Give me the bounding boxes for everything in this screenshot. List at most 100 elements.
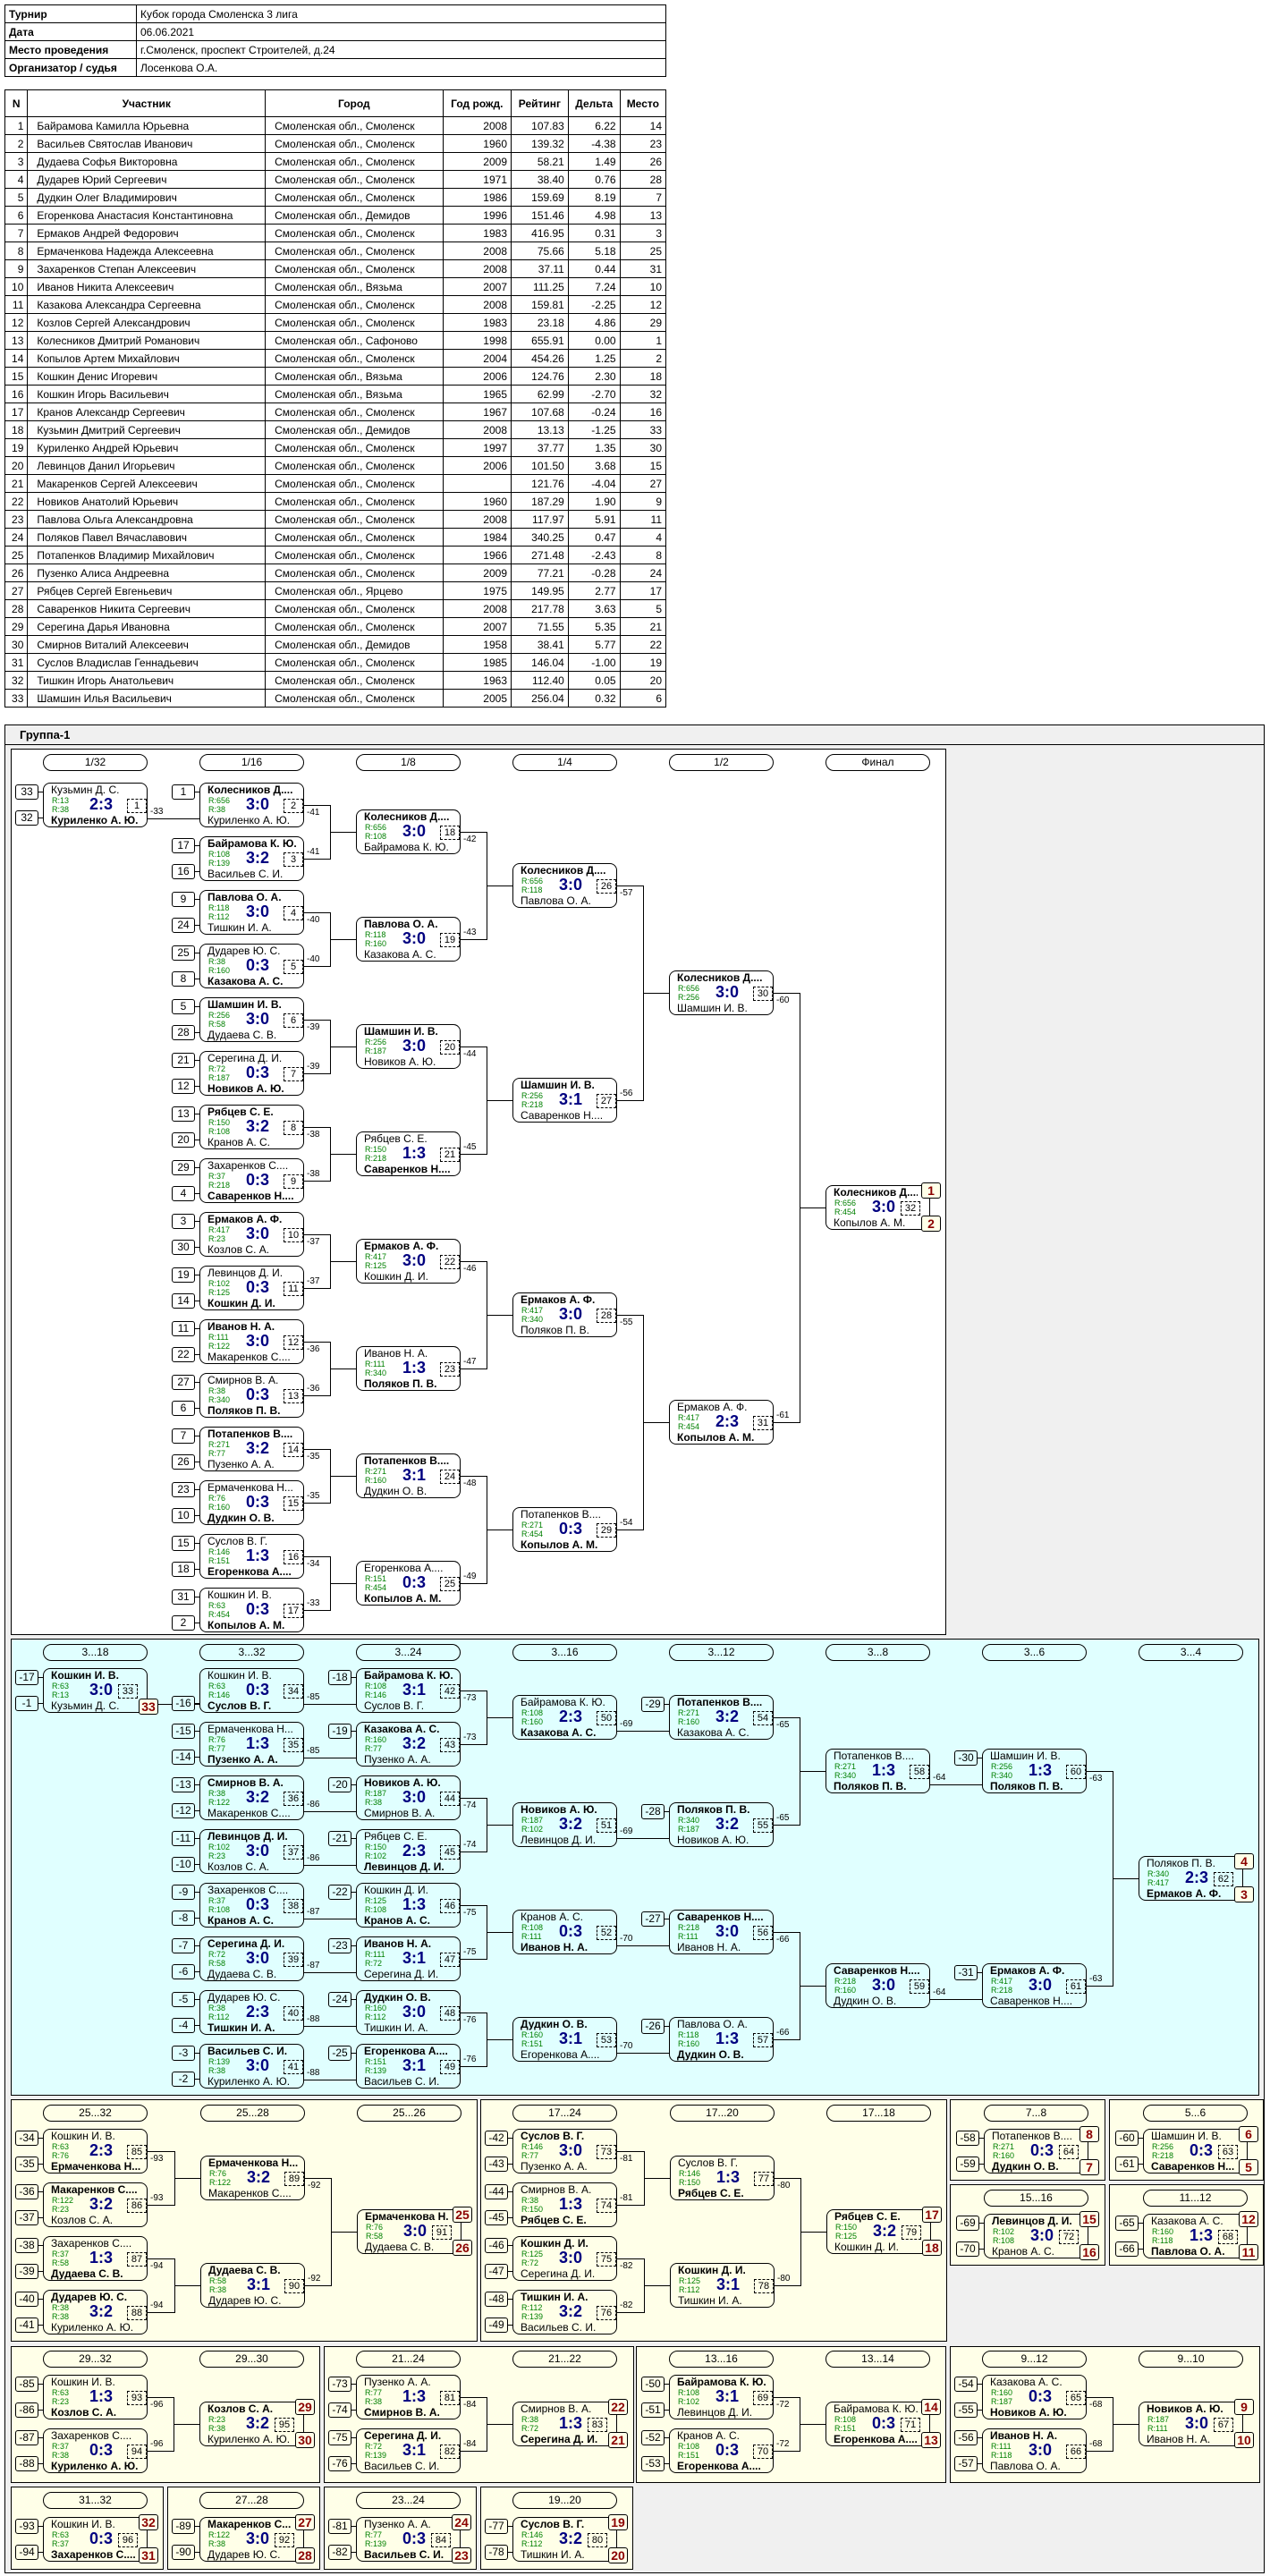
- player-bottom-name[interactable]: Смирнов В. А.: [364, 2407, 440, 2419]
- player-bottom-name[interactable]: Дудаева С. В.: [207, 1969, 277, 1980]
- player-top-name[interactable]: Потапенков В....: [521, 1509, 601, 1521]
- player-top-name[interactable]: Левинцов Д. И.: [207, 1831, 288, 1843]
- player-top-name[interactable]: Павлова О. А.: [207, 892, 282, 903]
- player-top-name[interactable]: Рябцев С. Е.: [834, 2211, 901, 2223]
- player-top-name[interactable]: Захаренков С....: [51, 2238, 132, 2250]
- player-bottom-name[interactable]: Суслов В. Г.: [207, 1700, 272, 1712]
- player-bottom-name[interactable]: Васильев С. И.: [364, 2549, 444, 2561]
- player-bottom-name[interactable]: Копылов А. М.: [834, 1217, 906, 1229]
- player-top-name[interactable]: Потапенков В....: [364, 1455, 450, 1467]
- player-top-name[interactable]: Кошкин Д. И.: [364, 1885, 428, 1896]
- player-bottom-name[interactable]: Козлов С. А.: [51, 2215, 114, 2226]
- player-top-name[interactable]: Байрамова К. Ю.: [521, 1697, 605, 1708]
- player-bottom-name[interactable]: Егоренкова А....: [521, 2049, 600, 2061]
- player-top-name[interactable]: Иванов Н. А.: [207, 1321, 275, 1333]
- player-bottom-name[interactable]: Дудаева С. В.: [207, 1030, 277, 1041]
- player-bottom-name[interactable]: Иванов Н. А.: [677, 1942, 741, 1953]
- player-top-name[interactable]: Захаренков С....: [207, 1885, 289, 1896]
- player-bottom-name[interactable]: Дудаева С. В.: [365, 2241, 435, 2253]
- player-bottom-name[interactable]: Серегина Д. И.: [521, 2434, 598, 2445]
- player-top-name[interactable]: Левинцов Д. И.: [207, 1267, 284, 1279]
- player-top-name[interactable]: Кошкин И. В.: [207, 1670, 272, 1682]
- player-top-name[interactable]: Шамшин И. В.: [1151, 2131, 1222, 2142]
- player-top-name[interactable]: Дудкин О. В.: [521, 2019, 588, 2030]
- player-top-name[interactable]: Ермаков А. Ф.: [990, 1965, 1065, 1977]
- player-bottom-name[interactable]: Пузенко А. А.: [207, 1754, 278, 1766]
- player-top-name[interactable]: Новиков А. Ю.: [364, 1777, 441, 1789]
- player-bottom-name[interactable]: Кранов А. С.: [207, 1915, 274, 1927]
- player-top-name[interactable]: Кошкин Д. И.: [521, 2238, 588, 2250]
- player-bottom-name[interactable]: Новиков А. Ю.: [990, 2407, 1067, 2419]
- player-bottom-name[interactable]: Копылов А. М.: [521, 1539, 598, 1551]
- player-bottom-name[interactable]: Тишкин И. А.: [678, 2295, 742, 2307]
- player-top-name[interactable]: Дударев Ю. С.: [207, 945, 281, 957]
- player-top-name[interactable]: Кошкин Д. И.: [678, 2265, 746, 2276]
- player-bottom-name[interactable]: Поляков П. В.: [207, 1405, 281, 1417]
- player-top-name[interactable]: Пузенко А. А.: [364, 2377, 431, 2388]
- player-bottom-name[interactable]: Копылов А. М.: [364, 1593, 442, 1605]
- player-bottom-name[interactable]: Куриленко А. Ю.: [51, 815, 139, 826]
- player-bottom-name[interactable]: Левинцов Д. И.: [521, 1835, 597, 1846]
- player-bottom-name[interactable]: Саваренков Н....: [990, 1996, 1073, 2007]
- player-top-name[interactable]: Колесников Д....: [364, 811, 450, 823]
- player-top-name[interactable]: Шамшин И. В.: [521, 1080, 595, 1091]
- player-bottom-name[interactable]: Тишкин И. А.: [364, 2022, 428, 2034]
- player-top-name[interactable]: Васильев С. И.: [207, 2046, 288, 2057]
- player-bottom-name[interactable]: Кранов А. С.: [992, 2246, 1055, 2258]
- player-bottom-name[interactable]: Дудкин О. В.: [207, 1513, 275, 1524]
- player-bottom-name[interactable]: Козлов С. А.: [207, 1244, 270, 1256]
- player-top-name[interactable]: Ермаков А. Ф.: [677, 1402, 748, 1413]
- player-bottom-name[interactable]: Казакова А. С.: [521, 1727, 597, 1739]
- player-top-name[interactable]: Рябцев С. Е.: [364, 1831, 428, 1843]
- player-top-name[interactable]: Серегина Д. И.: [207, 1938, 285, 1950]
- player-bottom-name[interactable]: Макаренков С....: [208, 2188, 292, 2199]
- player-top-name[interactable]: Поляков П. В.: [1147, 1858, 1215, 1869]
- player-top-name[interactable]: Суслов В. Г.: [521, 2519, 585, 2530]
- player-bottom-name[interactable]: Куриленко А. Ю.: [51, 2461, 139, 2472]
- player-bottom-name[interactable]: Левинцов Д. И.: [364, 1861, 444, 1873]
- player-bottom-name[interactable]: Козлов С. А.: [51, 2407, 117, 2419]
- player-top-name[interactable]: Казакова А. С.: [364, 1724, 440, 1735]
- player-bottom-name[interactable]: Куриленко А. Ю.: [207, 2076, 291, 2088]
- player-bottom-name[interactable]: Куриленко А. Ю.: [51, 2322, 134, 2334]
- player-bottom-name[interactable]: Павлова О. А.: [1151, 2246, 1225, 2258]
- player-bottom-name[interactable]: Захаренков С....: [51, 2549, 135, 2561]
- player-bottom-name[interactable]: Поляков П. В.: [521, 1325, 589, 1336]
